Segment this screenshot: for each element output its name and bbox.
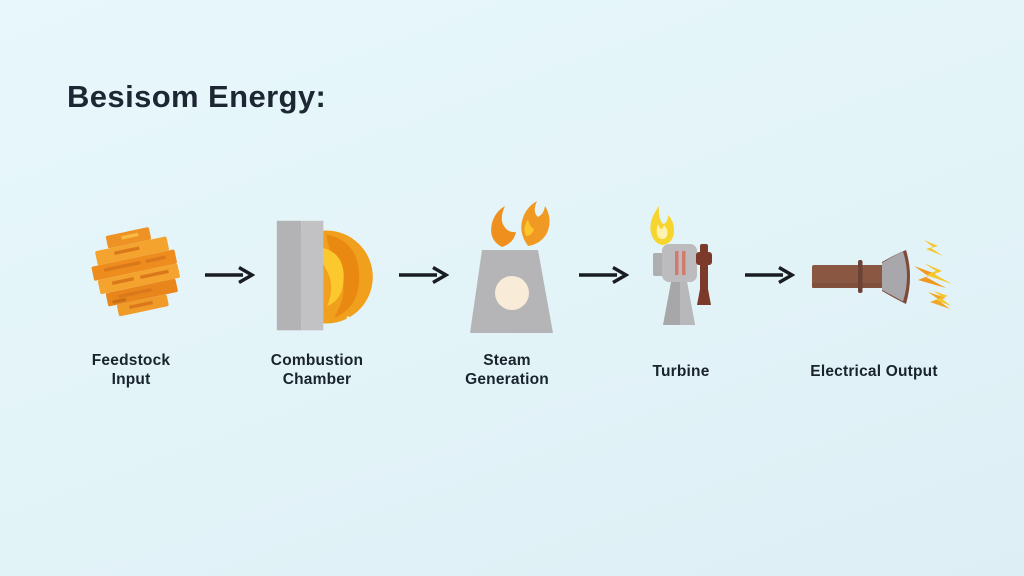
stage-label-line: Electrical Output xyxy=(810,363,938,380)
stage-label-feedstock: Feedstock Input xyxy=(92,351,170,389)
turbine-icon xyxy=(645,204,717,328)
stage-label-line: Input xyxy=(111,371,151,388)
stage-label-line: Steam xyxy=(483,352,531,369)
stage-label-line: Combustion xyxy=(270,352,364,369)
turbine-graphic xyxy=(650,206,712,325)
stage-label-turbine: Turbine xyxy=(652,362,709,381)
boiler-flames-icon xyxy=(466,200,558,336)
flow-arrow-icon xyxy=(745,266,795,284)
flow-arrow-icon xyxy=(579,266,629,284)
page-title: Besisom Energy: xyxy=(67,79,327,114)
stage-label-steam: Steam Generation xyxy=(465,351,549,389)
combustion-chamber-icon xyxy=(272,218,398,336)
flow-arrow-icon xyxy=(399,266,449,284)
stage-label-line: Feedstock xyxy=(91,352,171,369)
wood-pile-graphic xyxy=(91,227,180,317)
boiler-flames-graphic xyxy=(470,201,553,333)
stage-label-line: Generation xyxy=(465,371,549,388)
flow-arrow-icon xyxy=(205,266,255,284)
stage-label-electrical: Electrical Output xyxy=(810,362,937,381)
wood-pile-icon xyxy=(86,222,188,334)
flashlight-sparks-graphic xyxy=(812,240,952,309)
stage-label-line: Turbine xyxy=(652,363,710,380)
stage-label-line: Chamber xyxy=(282,371,352,388)
stage-label-combustion: Combustion Chamber xyxy=(271,351,363,389)
flashlight-sparks-icon xyxy=(806,238,956,312)
combustion-chamber-graphic xyxy=(276,220,378,331)
